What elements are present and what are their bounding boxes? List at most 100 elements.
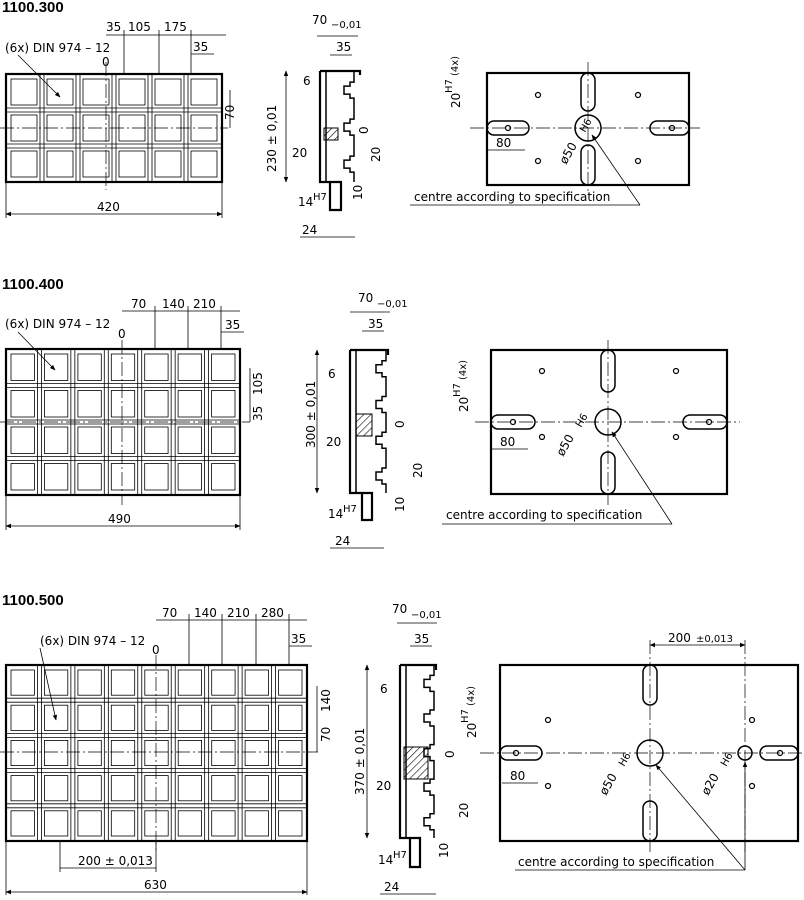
face-top-dim-tol: ±0,013	[696, 634, 733, 645]
grid-cell	[278, 810, 303, 837]
slot	[486, 120, 530, 136]
profile-24: 24	[384, 880, 399, 894]
grid-cell	[211, 463, 236, 491]
grid-cell	[211, 353, 236, 381]
bore-dim: ø50	[596, 771, 619, 798]
grid-cell	[144, 704, 169, 731]
dim-80: 80	[510, 769, 525, 783]
grid-cell	[144, 463, 169, 491]
grid-cell	[244, 704, 269, 731]
grid-cell	[211, 775, 236, 802]
grid-cell	[10, 463, 35, 491]
profile-top: 35	[414, 632, 429, 646]
grid-cell	[110, 463, 136, 491]
grid-cell	[10, 669, 35, 696]
dim-200: 200 ± 0,013	[78, 854, 153, 868]
hole-dim: 20	[449, 93, 463, 108]
grid-cell	[10, 810, 35, 837]
centre-bore	[594, 408, 622, 436]
grid-cell	[110, 740, 136, 767]
plate-outline	[4, 663, 309, 843]
side-profile	[318, 69, 362, 212]
profile-width: 70	[358, 291, 373, 305]
dim-80: 80	[496, 136, 511, 150]
dim-140: 140	[194, 606, 217, 620]
dim-280: 280	[261, 606, 284, 620]
profile-width-tol: −0,01	[377, 299, 408, 310]
section-title: 1100.500	[2, 592, 64, 609]
hole-dim: 20	[457, 397, 471, 412]
profile-fit: 14	[328, 507, 343, 521]
section-title: 1100.400	[2, 276, 64, 293]
dim-70: 70	[223, 105, 237, 120]
centre-note: centre according to specification	[446, 508, 642, 522]
section-title: 1100.300	[2, 0, 64, 16]
bore-tol: H6	[617, 751, 633, 769]
grid-cell	[244, 669, 269, 696]
profile-10: 10	[437, 843, 451, 858]
grid-cell	[211, 810, 236, 837]
side-profile	[398, 663, 438, 869]
dim-105: 105	[251, 372, 265, 395]
grid-cell	[177, 775, 202, 802]
dim-70-side: 70	[319, 727, 333, 742]
grid-cell	[190, 150, 218, 178]
bore2-dim: ø20	[698, 771, 721, 798]
grid-cell	[77, 390, 102, 418]
bore-tol: H6	[574, 412, 590, 430]
profile-10: 10	[351, 185, 365, 200]
profile-zero: 0	[357, 126, 371, 134]
grid-cell	[110, 810, 136, 837]
grid-cell	[10, 150, 38, 178]
pin-note: (6x) DIN 974 – 12	[5, 317, 110, 331]
grid-cell	[77, 463, 102, 491]
centre-note: centre according to specification	[518, 855, 714, 869]
face-view	[475, 340, 740, 505]
plate-width: 420	[97, 200, 120, 214]
profile-width-tol: −0,01	[411, 610, 442, 621]
dim-70: 70	[162, 606, 177, 620]
grid-cell	[144, 426, 169, 454]
centre-bore	[636, 739, 664, 767]
grid-cell	[10, 353, 35, 381]
grid-cell	[44, 810, 69, 837]
profile-20b: 20	[369, 147, 383, 162]
bore-dim: ø50	[553, 432, 576, 459]
plate-grid	[6, 349, 240, 495]
grid-cell	[10, 740, 35, 767]
grid-cell	[211, 390, 236, 418]
profile-20a: 20	[376, 779, 391, 793]
centre-note: centre according to specification	[414, 190, 610, 204]
grid-cell	[278, 740, 303, 767]
dim-140: 140	[162, 297, 185, 311]
grid-cell	[46, 150, 74, 178]
profile-zero: 0	[393, 420, 407, 428]
grid-cell	[110, 775, 136, 802]
hole-tol: H7	[452, 383, 463, 397]
grid-cell	[177, 390, 202, 418]
profile-top: 35	[336, 40, 351, 54]
grid-cell	[110, 390, 136, 418]
grid-cell	[82, 78, 110, 106]
grid-cell	[77, 810, 102, 837]
grid-cell	[177, 740, 202, 767]
profile-slot: 6	[303, 74, 311, 88]
grid-cell	[110, 669, 136, 696]
grid-cell	[177, 353, 202, 381]
plate-width: 630	[144, 878, 167, 892]
secondary-bore	[737, 745, 753, 761]
grid-cell	[44, 740, 69, 767]
grid-cell	[77, 669, 102, 696]
grid-cell	[46, 78, 74, 106]
dim-35-right: 35	[225, 318, 240, 332]
grid-cell	[144, 810, 169, 837]
profile-20b: 20	[411, 463, 425, 478]
grid-cell	[77, 704, 102, 731]
grid-cell	[144, 390, 169, 418]
grid-cell	[144, 353, 169, 381]
hole-tol: H7	[444, 79, 455, 93]
grid-cell	[278, 704, 303, 731]
grid-cell	[211, 669, 236, 696]
grid-cell	[10, 390, 35, 418]
section-1100-500: 1100.500 (6x) DIN 974 – 12 0 70 140 210 …	[0, 592, 802, 895]
